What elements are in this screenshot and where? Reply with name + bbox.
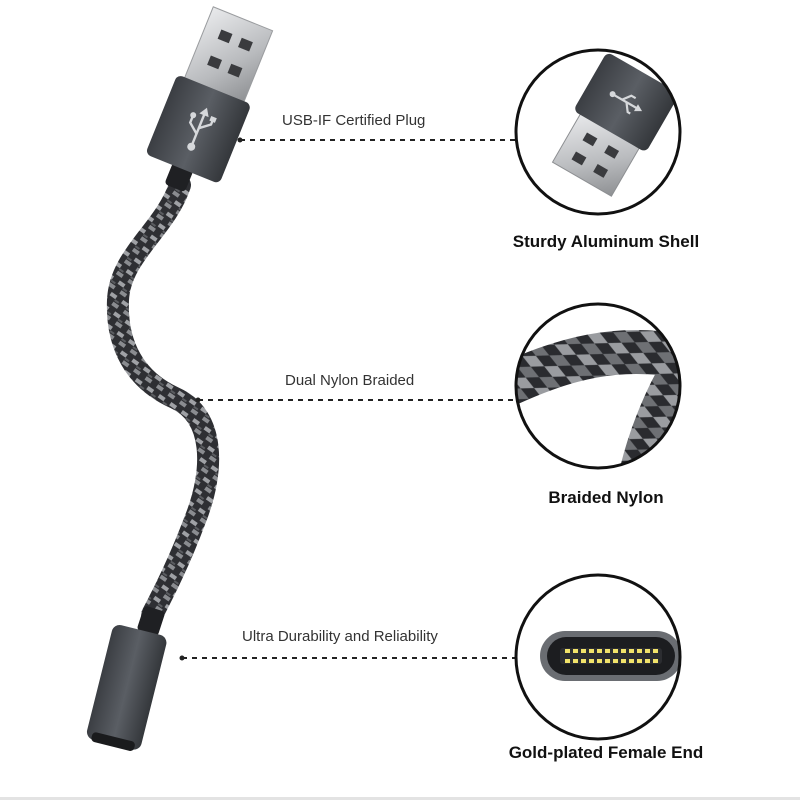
feature-caption-braid: Braided Nylon: [548, 488, 664, 507]
feature-caption-female-end: Gold-plated Female End: [508, 743, 704, 762]
leader-lines: [179, 137, 516, 661]
callout-label-durability: Ultra Durability and Reliability: [242, 628, 438, 645]
braided-cord: [106, 174, 220, 626]
usb-c-port-closeup-icon: [514, 573, 682, 741]
bottom-divider: [0, 797, 800, 800]
feature-caption-shell: Sturdy Aluminum Shell: [512, 232, 700, 251]
usb-cable: [86, 6, 274, 751]
usb-c-female-housing: [86, 625, 167, 751]
callout-label-plug: USB-IF Certified Plug: [282, 112, 426, 129]
usb-logo-icon: [187, 107, 217, 151]
gold-pins: [565, 649, 658, 663]
usb-a-plug: [146, 6, 274, 183]
braided-cable-closeup-icon: [514, 302, 682, 470]
usb-a-plug-closeup-icon: [514, 48, 682, 216]
callout-label-braid: Dual Nylon Braided: [285, 372, 415, 389]
